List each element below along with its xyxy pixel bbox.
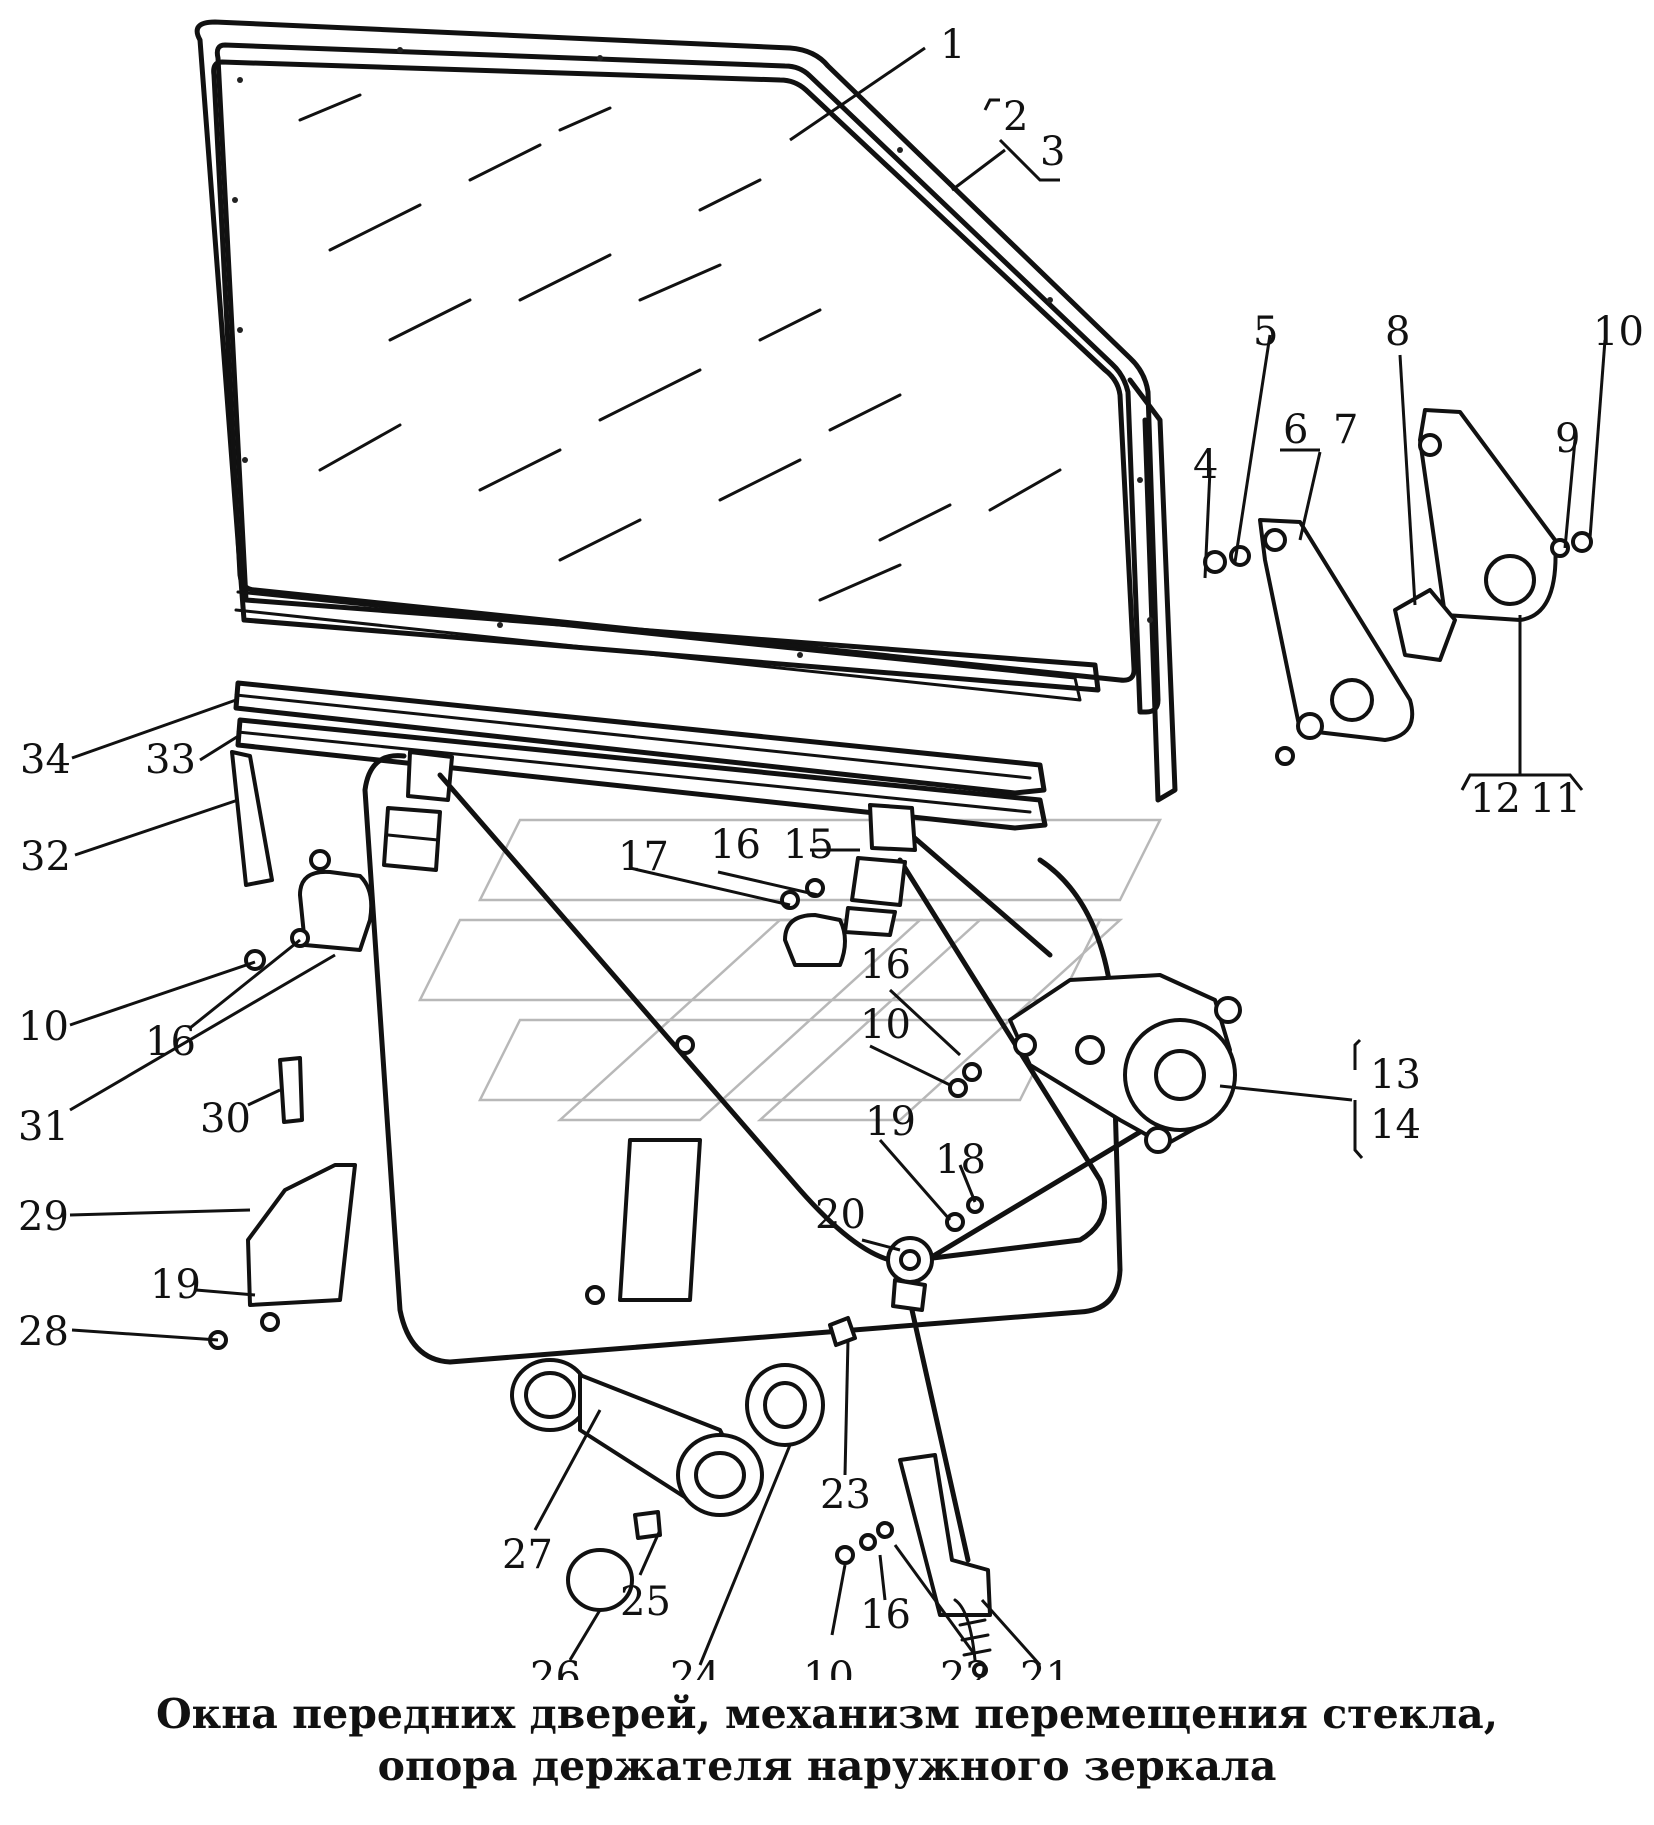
caption-line-1: Окна передних дверей, механизм перемещен… — [155, 1690, 1499, 1738]
callout-30: 30 — [200, 1096, 251, 1142]
leader-lines — [69, 46, 1607, 1666]
callout-17: 17 — [618, 834, 669, 880]
callout-13: 13 — [1370, 1052, 1421, 1098]
callout-16-left: 16 — [145, 1019, 196, 1065]
callout-6: 6 — [1283, 407, 1308, 453]
callout-19-left: 19 — [150, 1262, 201, 1308]
callout-15: 15 — [783, 822, 834, 868]
mirror-bracket-11-12 — [1393, 408, 1558, 662]
callout-34: 34 — [20, 737, 71, 783]
callout-10-top-right: 10 — [1593, 309, 1644, 355]
callout-28: 28 — [18, 1309, 69, 1355]
callout-24: 24 — [670, 1654, 721, 1680]
mirror-bracket-6-7 — [1258, 518, 1415, 742]
regulator-drive-13-14 — [1008, 973, 1242, 1154]
callout-2: 2 — [1003, 94, 1028, 140]
callout-16-top: 16 — [710, 822, 761, 868]
callout-26: 26 — [530, 1654, 581, 1680]
plug-23 — [828, 1316, 857, 1347]
callout-20: 20 — [815, 1192, 866, 1238]
door-inner-panel — [362, 750, 1123, 1365]
callout-32: 32 — [20, 834, 71, 880]
callout-16-bottom: 16 — [860, 1592, 911, 1638]
callout-25: 25 — [620, 1579, 671, 1625]
glass-channel-strips — [233, 680, 1048, 831]
callout-1: 1 — [940, 22, 965, 68]
callout-22: 22 — [940, 1654, 991, 1680]
callout-21: 21 — [1020, 1654, 1071, 1680]
pulley-20-and-rod — [886, 1236, 992, 1678]
callout-3: 3 — [1040, 129, 1065, 175]
window-glass-frame — [194, 19, 1178, 803]
frame-specks — [232, 47, 1153, 658]
callout-7: 7 — [1333, 407, 1358, 453]
callout-33: 33 — [145, 737, 196, 783]
callout-14: 14 — [1370, 1102, 1421, 1148]
diagram-caption: Окна передних дверей, механизм перемещен… — [0, 1688, 1654, 1792]
callout-12: 12 — [1470, 776, 1521, 822]
callout-27: 27 — [502, 1532, 553, 1578]
callout-18: 18 — [935, 1137, 986, 1183]
callout-4: 4 — [1193, 442, 1218, 488]
callout-29: 29 — [18, 1194, 69, 1240]
callout-9: 9 — [1555, 416, 1580, 462]
window-crank-handle-group — [510, 1358, 825, 1612]
wedge-part-32 — [230, 750, 274, 887]
callout-10-left: 10 — [18, 1004, 69, 1050]
callout-10-mid: 10 — [860, 1002, 911, 1048]
callout-11: 11 — [1530, 776, 1581, 822]
glass-reflection-hatching — [298, 93, 1062, 602]
callout-19-mid: 19 — [865, 1099, 916, 1145]
caption-line-2: опора держателя наружного зеркала — [377, 1742, 1277, 1790]
callout-labels: 1 2 3 4 5 6 7 8 9 10 12 11 13 14 15 16 1… — [18, 22, 1644, 1680]
callout-23: 23 — [820, 1472, 871, 1518]
callout-31: 31 — [18, 1104, 69, 1150]
cable-clip-15 — [843, 803, 917, 937]
callout-16-mid: 16 — [860, 942, 911, 988]
callout-8: 8 — [1385, 309, 1410, 355]
exploded-parts-diagram: 1 2 3 4 5 6 7 8 9 10 12 11 13 14 15 16 1… — [18, 19, 1644, 1680]
callout-10-bottom: 10 — [803, 1654, 854, 1680]
callout-5: 5 — [1253, 309, 1278, 355]
left-parts-31-29 — [246, 869, 847, 1307]
